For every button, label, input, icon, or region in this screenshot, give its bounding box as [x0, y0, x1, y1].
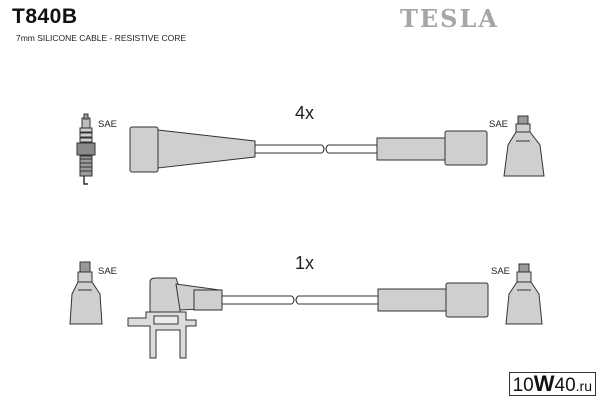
set2-right-terminal-label: SAE	[491, 266, 511, 277]
angled-plug-boot-icon	[127, 277, 223, 359]
terminal-connector-icon	[69, 261, 103, 325]
set1-quantity-label: 4x	[295, 103, 315, 123]
straight-plug-boot-icon	[129, 126, 256, 173]
watermark-part1: 10	[512, 375, 534, 396]
terminal-connector-icon	[503, 115, 545, 177]
set1-right-terminal-label: SAE	[489, 119, 509, 130]
watermark-part2: W	[533, 371, 555, 396]
cable-icon	[222, 295, 378, 305]
watermark-part3: 40	[554, 375, 576, 396]
terminal-connector-icon	[505, 263, 543, 325]
coil-boot-icon	[376, 130, 488, 166]
part-number: T840B	[12, 5, 78, 28]
set2-left-terminal-label: SAE	[98, 266, 118, 277]
watermark-logo: 10W40.ru	[508, 371, 596, 396]
set2-quantity-label: 1x	[295, 253, 315, 273]
spark-plug-icon	[76, 113, 96, 185]
cable-icon	[255, 144, 377, 154]
coil-boot-icon	[377, 282, 489, 318]
watermark-part4: .ru	[575, 378, 592, 394]
product-subtitle: 7mm SILICONE CABLE - RESISTIVE CORE	[16, 33, 187, 43]
brand-logo: TESLA	[400, 4, 499, 33]
set1-left-terminal-label: SAE	[98, 119, 118, 130]
